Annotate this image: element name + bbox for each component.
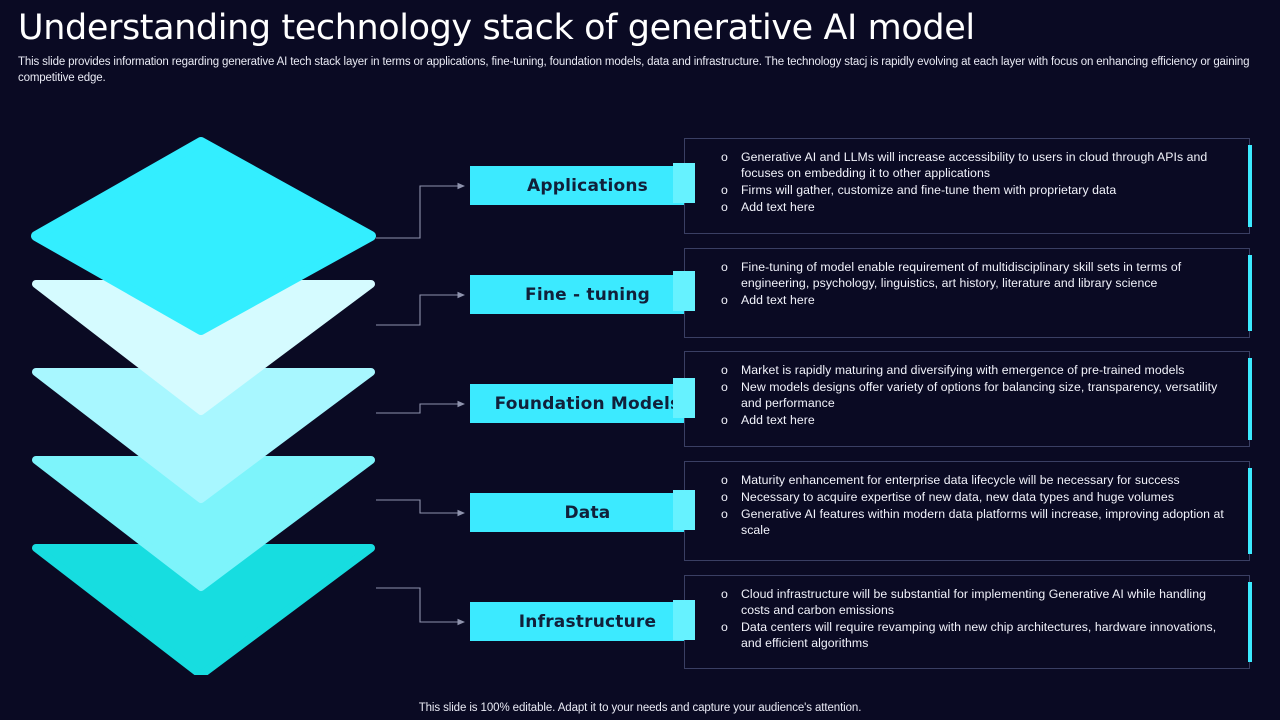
bullet-marker-icon: o [721, 363, 728, 377]
label-box-fine-tuning[interactable]: Fine - tuning [470, 275, 705, 314]
panel-accent-tab [673, 271, 695, 311]
panel-accent-tab [673, 600, 695, 640]
connector-fine-tuning [376, 291, 466, 326]
stack-layer-applications [31, 137, 376, 335]
bullet-list: o Cloud infrastructure will be substantia… [719, 586, 1235, 651]
list-item: o Maturity enhancement for enterprise dat… [719, 472, 1235, 488]
page-title: Understanding technology stack of genera… [18, 8, 975, 48]
list-item: o Add text here [719, 292, 1235, 308]
bullet-marker-icon: o [721, 200, 728, 215]
footer-note: This slide is 100% editable. Adapt it to… [418, 702, 862, 714]
list-item: o Market is rapidly maturing and diversif… [719, 362, 1235, 378]
bullet-marker-icon: o [721, 620, 728, 635]
bullet-marker-icon: o [721, 260, 728, 274]
list-item-text: New models designs offer variety of opti… [741, 380, 1218, 411]
list-item-text: Add text here [741, 200, 815, 215]
list-item-text: Generative AI and LLMs will increase acc… [741, 150, 1208, 181]
layer-stack-graphic [26, 130, 386, 675]
bullet-marker-icon: o [721, 507, 728, 522]
panel-accent-tab [673, 378, 695, 418]
list-item: o Data centers will require revamping wit… [719, 619, 1235, 651]
list-item: o Cloud infrastructure will be substantia… [719, 586, 1235, 618]
label-text: Infrastructure [518, 611, 657, 632]
content-panel-data: o Maturity enhancement for enterprise dat… [673, 461, 1252, 561]
label-text: Data [564, 502, 611, 523]
content-panel-infrastructure: o Cloud infrastructure will be substantia… [673, 575, 1252, 669]
bullet-marker-icon: o [721, 380, 728, 395]
bullet-marker-icon: o [721, 150, 728, 164]
label-box-applications[interactable]: Applications [470, 166, 705, 205]
label-text: Fine - tuning [525, 284, 650, 305]
list-item-text: Add text here [741, 413, 815, 428]
page-subtitle: This slide provides information regardin… [18, 56, 1250, 84]
layer-stack-svg [31, 137, 376, 675]
panel-accent-tab [673, 163, 695, 203]
bullet-marker-icon: o [721, 587, 728, 601]
list-item-text: Add text here [741, 293, 815, 308]
list-item-text: Maturity enhancement for enterprise data… [741, 473, 1180, 487]
label-text: Foundation Models [494, 393, 681, 414]
list-item: o Necessary to acquire expertise of new d… [719, 489, 1235, 505]
list-item: o Generative AI and LLMs will increase ac… [719, 149, 1235, 181]
label-text: Applications [527, 175, 648, 196]
bullet-list: o Generative AI and LLMs will increase ac… [719, 149, 1235, 215]
connector-data [376, 499, 466, 517]
list-item: o Fine-tuning of model enable requirement… [719, 259, 1235, 291]
list-item: o Firms will gather, customize and fine-t… [719, 182, 1235, 198]
bullet-marker-icon: o [721, 473, 728, 487]
content-panel-fine-tuning: o Fine-tuning of model enable requirement… [673, 248, 1252, 338]
list-item-text: Necessary to acquire expertise of new da… [741, 490, 1175, 505]
list-item-text: Cloud infrastructure will be substantial… [741, 587, 1206, 618]
panel-accent-tab [673, 490, 695, 530]
bullet-marker-icon: o [721, 490, 728, 505]
bullet-list: o Fine-tuning of model enable requirement… [719, 259, 1235, 308]
list-item: o Add text here [719, 199, 1235, 215]
connector-applications [376, 182, 466, 239]
label-box-data[interactable]: Data [470, 493, 705, 532]
bullet-list: o Maturity enhancement for enterprise dat… [719, 472, 1235, 538]
connector-infrastructure [376, 587, 466, 626]
label-box-infrastructure[interactable]: Infrastructure [470, 602, 705, 641]
content-panel-applications: o Generative AI and LLMs will increase ac… [673, 138, 1252, 234]
list-item-text: Data centers will require revamping with… [741, 620, 1217, 651]
content-panel-foundation-models: o Market is rapidly maturing and diversif… [673, 351, 1252, 447]
bullet-marker-icon: o [721, 293, 728, 308]
list-item-text: Firms will gather, customize and fine-tu… [741, 183, 1117, 198]
list-item: o Add text here [719, 412, 1235, 428]
connector-foundation-models [376, 400, 466, 414]
list-item-text: Fine-tuning of model enable requirement … [741, 260, 1182, 291]
bullet-marker-icon: o [721, 183, 728, 198]
list-item: o Generative AI features within modern da… [719, 506, 1235, 538]
list-item-text: Market is rapidly maturing and diversify… [741, 363, 1185, 377]
bullet-marker-icon: o [721, 413, 728, 428]
slide-header: Understanding technology stack of genera… [0, 0, 1280, 86]
label-box-foundation-models[interactable]: Foundation Models [470, 384, 705, 423]
list-item: o New models designs offer variety of opt… [719, 379, 1235, 411]
list-item-text: Generative AI features within modern dat… [741, 507, 1224, 538]
bullet-list: o Market is rapidly maturing and diversif… [719, 362, 1235, 428]
